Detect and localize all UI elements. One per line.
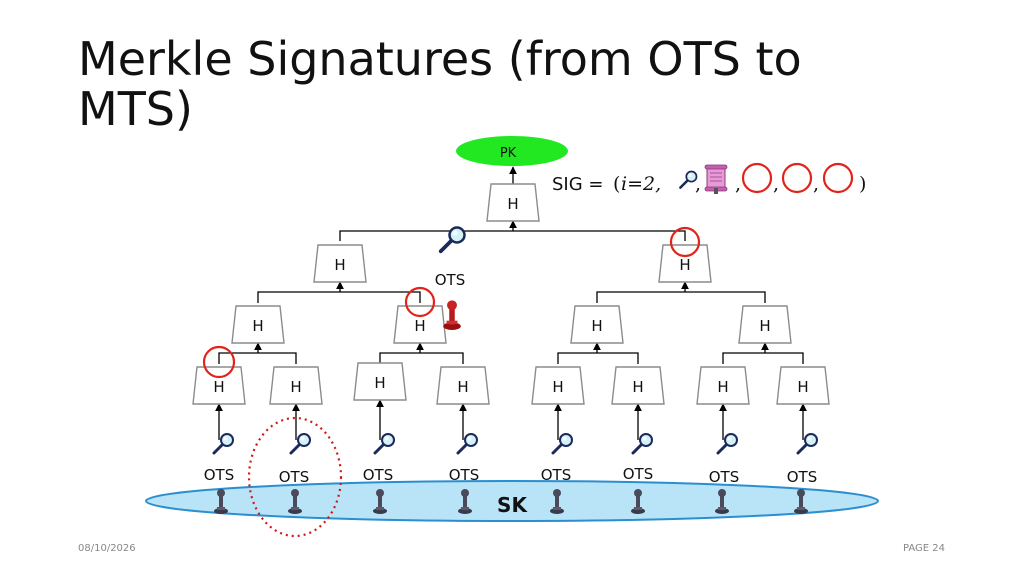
highlight-circle: [202, 345, 236, 379]
sig-circle: [781, 162, 813, 194]
highlight-circle: [669, 226, 701, 258]
hash-node-l2-2: H: [393, 305, 447, 344]
hash-label: H: [290, 378, 301, 396]
hash-label: H: [213, 378, 224, 396]
hash-label: H: [797, 378, 808, 396]
hash-label: H: [374, 374, 385, 392]
sig-prefix: SIG =: [552, 174, 609, 195]
hash-label: H: [252, 317, 263, 335]
sk-ellipse: [145, 480, 879, 522]
middle-ots-group: OTS: [435, 225, 467, 331]
hash-leaf-3: H: [353, 362, 407, 401]
auth-path-highlights: [202, 226, 701, 538]
magnifier-icon: [456, 432, 479, 455]
ots-label: OTS: [435, 271, 466, 289]
hash-leaf-4: H: [436, 366, 490, 405]
ots-label: OTS: [541, 466, 572, 484]
hash-label: H: [591, 317, 602, 335]
ots-label: OTS: [709, 468, 740, 486]
hash-node-l1-right: H: [658, 244, 712, 283]
ots-label: OTS: [787, 468, 818, 486]
ots-label: OTS: [204, 466, 235, 484]
pawn-icon: [443, 300, 461, 331]
hash-leaf-7: H: [696, 366, 750, 405]
ots-label: OTS: [363, 466, 394, 484]
leaf-magnifiers: [212, 432, 819, 455]
hash-leaf-5: H: [531, 366, 585, 405]
sig-close-paren: ): [859, 173, 866, 195]
pk-label: PK: [500, 146, 517, 161]
magnifier-icon: [551, 432, 574, 455]
sig-circle: [741, 162, 773, 194]
ots-label: OTS: [623, 465, 654, 483]
hash-label: H: [632, 378, 643, 396]
sig-index: i=2,: [621, 173, 661, 195]
ots-label: OTS: [449, 466, 480, 484]
hash-leaf-2: H: [269, 366, 323, 405]
hash-label: H: [679, 256, 690, 274]
magnifier-icon: [212, 432, 235, 455]
sig-circle: [822, 162, 854, 194]
tree-edges: [215, 166, 807, 440]
leaf-ots-labels: OTS OTS OTS OTS OTS OTS OTS OTS: [204, 465, 818, 486]
highlight-circle: [404, 286, 436, 318]
scroll-icon: [704, 164, 728, 194]
magnifier-icon: [373, 432, 396, 455]
hash-label: H: [552, 378, 563, 396]
hash-label: H: [334, 256, 345, 274]
sig-separator: ,: [773, 173, 779, 195]
sk-label: SK: [497, 493, 528, 517]
hash-label: H: [414, 317, 425, 335]
slide-title: Merkle Signatures (from OTS to MTS): [78, 32, 802, 136]
hash-leaf-8: H: [776, 366, 830, 405]
slide-page-number: PAGE 24: [903, 543, 946, 554]
hash-label: H: [457, 378, 468, 396]
magnifier-icon: [716, 432, 739, 455]
hash-node-l2-3: H: [570, 305, 624, 344]
magnifier-icon: [631, 432, 654, 455]
hash-leaf-6: H: [611, 366, 665, 405]
magnifier-icon: [289, 432, 312, 455]
pk-node: PK: [456, 136, 568, 166]
magnifier-icon: [796, 432, 819, 455]
sig-separator: ,: [813, 173, 819, 195]
selected-leaf-dotted-ellipse: [247, 416, 343, 538]
sig-separator: ,: [695, 173, 701, 195]
sig-separator: ,: [735, 173, 741, 195]
hash-label: H: [759, 317, 770, 335]
slide-date: 08/10/2026: [78, 543, 136, 554]
hash-label: H: [507, 195, 518, 213]
hash-node-l2-1: H: [231, 305, 285, 344]
signature-formula: SIG = ( i=2, , , , , ): [552, 162, 866, 195]
hash-leaf-1: H: [192, 366, 246, 405]
hash-label: H: [717, 378, 728, 396]
hash-node-l1-left: H: [313, 244, 367, 283]
sig-open-paren: (: [613, 173, 620, 195]
ots-label: OTS: [279, 468, 310, 486]
hash-node-l2-4: H: [738, 305, 792, 344]
hash-node-root: H: [486, 183, 540, 222]
